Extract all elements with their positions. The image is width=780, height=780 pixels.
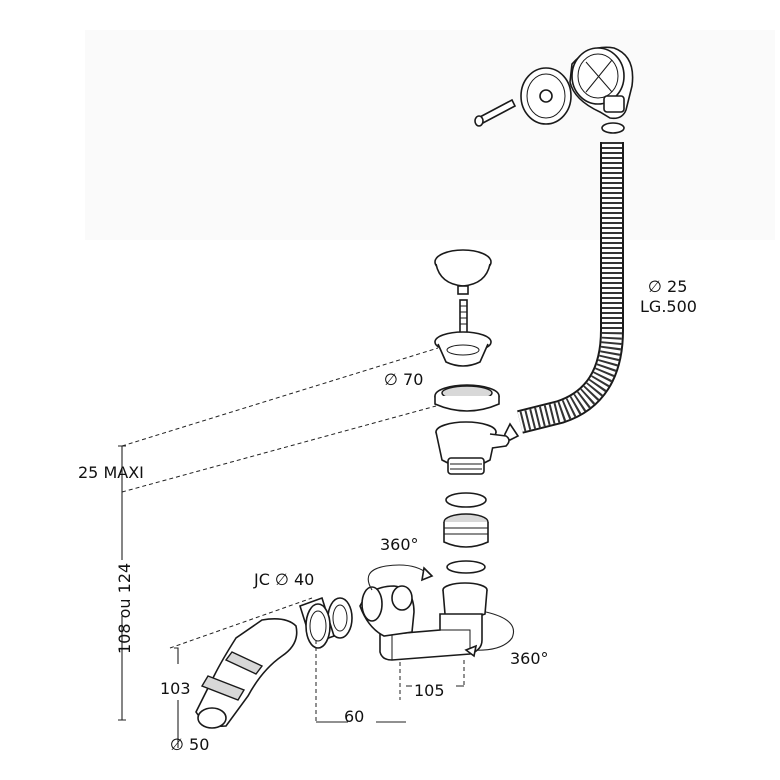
label-length-500: LG.500 <box>640 297 697 316</box>
label-rotation-top: 360° <box>380 535 419 554</box>
label-dim-60: 60 <box>344 707 364 726</box>
label-height-108-124: 108 ou 124 <box>115 563 134 654</box>
washer-lower <box>446 560 486 574</box>
overflow-cover-plate <box>520 67 572 125</box>
label-dim-105: 105 <box>414 681 445 700</box>
label-rotation-right: 360° <box>510 649 549 668</box>
background-panel <box>85 30 775 240</box>
seal-ring-70 <box>434 384 500 412</box>
corrugated-hose-25 <box>503 142 624 441</box>
rotation-arrow-top <box>367 564 434 591</box>
washer-middle <box>445 492 487 508</box>
label-dim-103: 103 <box>160 679 191 698</box>
label-diameter-50: ∅ 50 <box>170 735 209 754</box>
label-jc-40: JC ∅ 40 <box>253 570 314 589</box>
trap-elbow <box>359 585 415 637</box>
label-diameter-25: ∅ 25 <box>648 277 687 296</box>
trap-inlet <box>442 582 488 619</box>
overflow-screw <box>474 98 517 127</box>
threaded-nut <box>443 513 489 548</box>
overflow-washer <box>601 122 625 134</box>
strainer-flange <box>434 331 492 367</box>
label-25-maxi: 25 MAXI <box>78 463 144 482</box>
waste-body <box>435 421 510 475</box>
outlet-pipe-50 <box>195 618 298 729</box>
outlet-connector <box>299 596 335 649</box>
plug-stem <box>459 299 468 337</box>
overflow-body <box>569 46 634 120</box>
plug-cap <box>434 249 492 295</box>
label-diameter-70: ∅ 70 <box>384 370 423 389</box>
outlet-nut <box>327 597 353 639</box>
rotation-arrow-right <box>464 611 514 658</box>
